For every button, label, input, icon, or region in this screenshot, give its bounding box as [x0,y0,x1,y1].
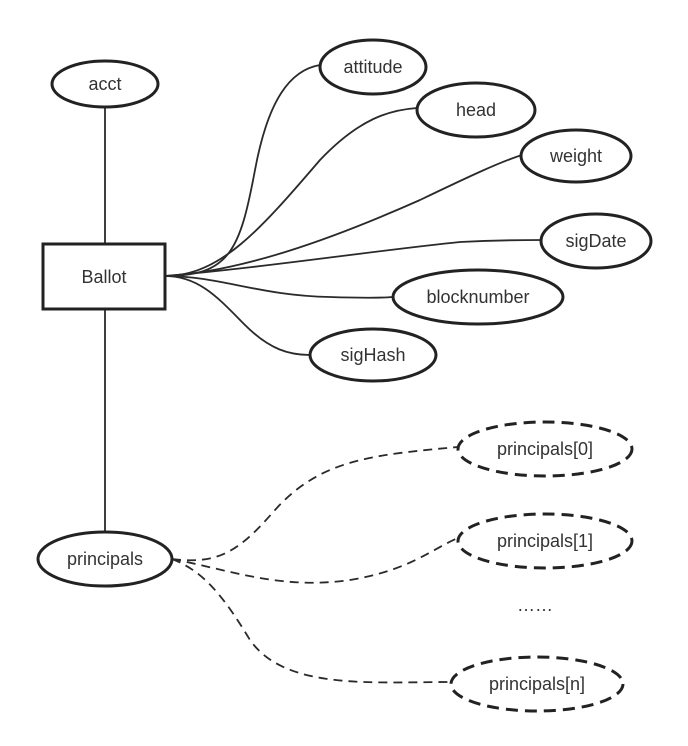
edge-principals-principalsN [171,558,453,684]
edge-ballot-sigDate [164,239,543,277]
principal-label: principals[1] [497,531,593,551]
attribute-label: weight [549,146,602,166]
attribute-ellipse [519,128,633,184]
attribute-label: sigHash [340,345,405,365]
principal-item-1[interactable]: principals[1] [456,512,634,570]
ellipsis-text: …… [517,595,553,615]
attribute-principals[interactable]: principals [36,530,174,588]
attribute-label: principals [67,549,143,569]
entity-rect [41,242,167,311]
entity-ballot[interactable]: Ballot [41,242,167,311]
edge-ballot-attitude [164,64,321,277]
edge-ballot-sigHash [164,275,311,356]
attribute-weight[interactable]: weight [519,128,633,184]
principal-ellipse [449,655,625,713]
principal-label: principals[n] [489,674,585,694]
edge-principals-principals1 [171,537,459,584]
attribute-ellipse [318,38,428,96]
edge-principals-principals0 [171,446,459,562]
attribute-ellipse [391,268,565,326]
attribute-label: sigDate [565,231,626,251]
attribute-sigDate[interactable]: sigDate [539,212,653,270]
edge-ballot-blocknumber [164,275,394,299]
attribute-sigHash[interactable]: sigHash [308,327,438,383]
entity-label: Ballot [81,267,126,287]
attribute-label: blocknumber [426,287,529,307]
attribute-head[interactable]: head [415,81,537,139]
attribute-label: attitude [343,57,402,77]
attribute-ellipse [36,530,174,588]
attribute-label: head [456,100,496,120]
principal-label: principals[0] [497,439,593,459]
principal-ellipse [456,420,634,478]
edges [104,64,543,684]
attribute-ellipse [539,212,653,270]
attribute-ellipse [308,327,438,383]
attribute-label: acct [88,74,121,94]
attribute-attitude[interactable]: attitude [318,38,428,96]
attribute-ellipse [50,59,160,109]
edge-ballot-weight [164,154,523,277]
attribute-blocknumber[interactable]: blocknumber [391,268,565,326]
attribute-acct[interactable]: acct [50,59,160,109]
principal-item-0[interactable]: principals[0] [456,420,634,478]
edge-ballot-head [164,107,418,277]
principal-item-n[interactable]: principals[n] [449,655,625,713]
attribute-ellipse [415,81,537,139]
principal-ellipse [456,512,634,570]
